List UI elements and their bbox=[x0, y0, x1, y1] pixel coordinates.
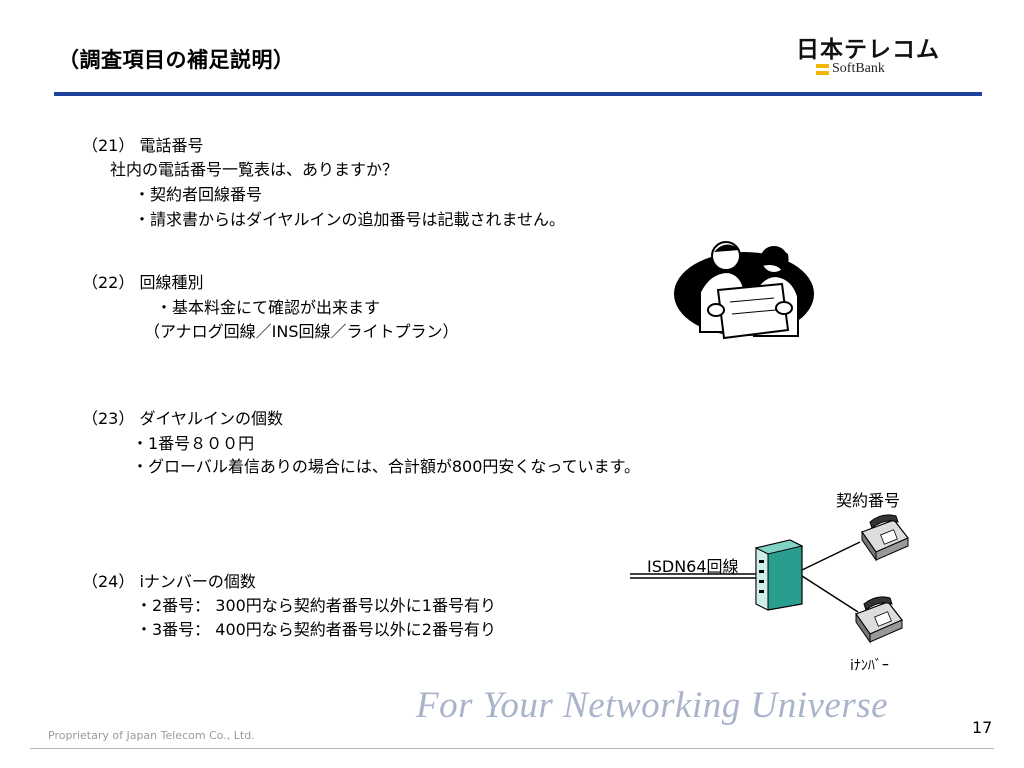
section-23-line2: ・グローバル着信ありの場合には、合計額が800円安くなっています。 bbox=[132, 457, 640, 476]
contract-number-label: 契約番号 bbox=[836, 491, 901, 510]
section-22-heading: （22） 回線種別 bbox=[82, 273, 204, 292]
inumber-phone-icon bbox=[855, 596, 903, 644]
footer-rule bbox=[30, 748, 994, 749]
line-to-contract-phone bbox=[801, 541, 861, 571]
page-number: 17 bbox=[972, 718, 993, 737]
section-22-line2: （アナログ回線／INS回線／ライトプラン） bbox=[144, 322, 459, 341]
logo-main-text: 日本テレコム bbox=[796, 37, 940, 63]
isdn-line-label: ISDN64回線 bbox=[647, 557, 739, 576]
company-logo: 日本テレコム SoftBank bbox=[796, 26, 956, 86]
section-24-heading: （24） iナンバーの個数 bbox=[82, 572, 256, 591]
section-23-heading: （23） ダイヤルインの個数 bbox=[82, 409, 283, 428]
copyright-text: Proprietary of Japan Telecom Co., Ltd. bbox=[48, 729, 255, 742]
section-24-line1: ・2番号： 300円なら契約者番号以外に1番号有り bbox=[136, 596, 496, 615]
section-21-line1: 社内の電話番号一覧表は、ありますか？ bbox=[110, 160, 399, 179]
people-clipart-icon bbox=[674, 241, 814, 340]
contract-phone-icon bbox=[861, 514, 909, 562]
section-22-line1: ・基本料金にて確認が出来ます bbox=[156, 298, 381, 317]
terminal-adapter-icon bbox=[754, 539, 804, 611]
slogan: For Your Networking Universe bbox=[416, 685, 889, 726]
section-21-line3: ・請求書からはダイヤルインの追加番号は記載されません。 bbox=[134, 210, 566, 229]
softbank-bars-icon bbox=[816, 64, 829, 75]
line-to-inumber-phone bbox=[801, 575, 859, 613]
logo-sub-text: SoftBank bbox=[832, 61, 885, 76]
section-21-line2: ・契約者回線番号 bbox=[134, 185, 263, 204]
header-rule bbox=[54, 92, 982, 96]
inumber-label: iﾅﾝﾊﾞｰ bbox=[850, 658, 889, 674]
section-24-line2: ・3番号： 400円なら契約者番号以外に2番号有り bbox=[136, 620, 496, 639]
network-diagram bbox=[630, 514, 909, 644]
section-23-line1: ・1番号８００円 bbox=[132, 434, 255, 453]
page-title: （調査項目の補足説明） bbox=[58, 48, 295, 72]
section-21-heading: （21） 電話番号 bbox=[82, 136, 204, 155]
